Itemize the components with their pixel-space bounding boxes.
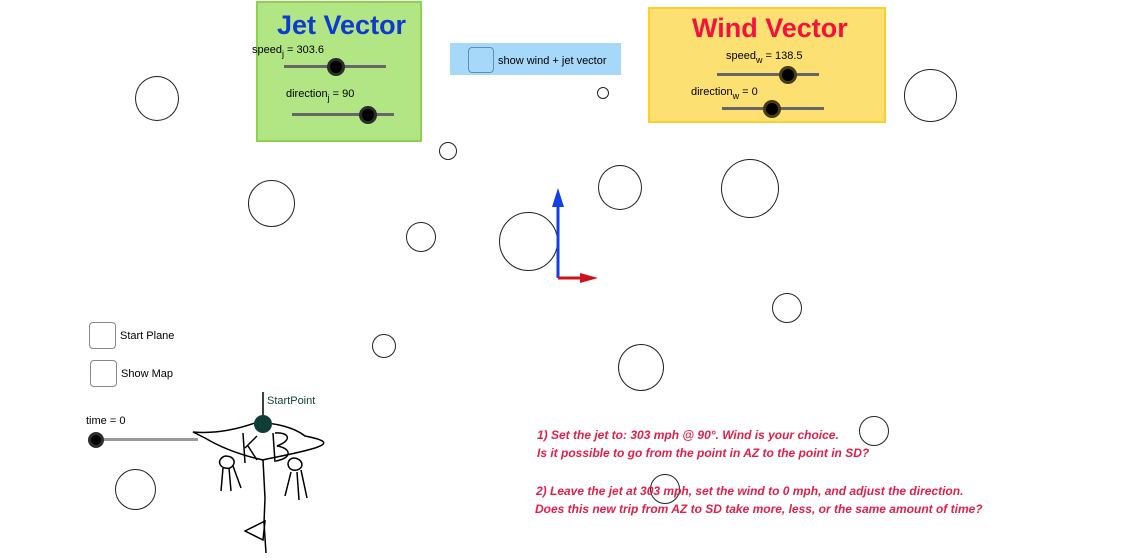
wind-vector-title: Wind Vector xyxy=(692,13,848,43)
state-point-circle[interactable] xyxy=(650,474,680,504)
state-point-circle[interactable] xyxy=(721,159,779,218)
jet-direction-slider-track[interactable] xyxy=(292,113,394,116)
jet-speed-value: = 303.6 xyxy=(283,44,325,56)
wind-direction-sub: w xyxy=(732,91,740,101)
jet-speed-label: speedj = 303.6 xyxy=(252,44,324,59)
wind-speed-sub: w xyxy=(755,55,763,65)
state-point-circle[interactable] xyxy=(406,222,436,252)
show-map-label: Show Map xyxy=(121,368,173,380)
state-point-circle[interactable] xyxy=(115,469,156,510)
jet-direction-name: direction xyxy=(286,88,328,100)
wind-direction-label: directionw = 0 xyxy=(691,86,758,101)
start-plane-checkbox[interactable] xyxy=(89,322,116,349)
question-2-line-2: Does this new trip from AZ to SD take mo… xyxy=(535,502,983,516)
state-point-circle[interactable] xyxy=(439,142,457,160)
jet-direction-slider-knob[interactable] xyxy=(359,106,377,124)
wind-speed-name: speed xyxy=(726,50,756,62)
time-slider-knob[interactable] xyxy=(88,432,104,448)
state-point-circle[interactable] xyxy=(372,334,396,358)
wind-speed-value: = 138.5 xyxy=(762,50,803,62)
state-point-circle[interactable] xyxy=(859,416,889,446)
state-point-circle[interactable] xyxy=(618,344,664,391)
show-vector-checkbox[interactable] xyxy=(468,47,494,73)
vector-arrows xyxy=(552,188,598,283)
wind-vector-arrowhead-icon xyxy=(580,273,598,283)
show-map-checkbox[interactable] xyxy=(90,360,117,387)
state-point-circle[interactable] xyxy=(904,69,957,122)
jet-direction-label: directionj = 90 xyxy=(286,88,354,103)
time-label: time = 0 xyxy=(86,415,126,427)
start-point-marker[interactable] xyxy=(254,415,272,433)
start-plane-label: Start Plane xyxy=(120,330,175,342)
wind-direction-name: direction xyxy=(691,86,733,98)
jet-vector-title: Jet Vector xyxy=(277,10,407,40)
jet-speed-sub: j xyxy=(281,49,284,59)
state-point-circle[interactable] xyxy=(598,165,642,210)
question-2-line-1: 2) Leave the jet at 303 mph, set the win… xyxy=(536,484,964,498)
jet-speed-slider-knob[interactable] xyxy=(327,58,345,76)
question-1-line-2: Is it possible to go from the point in A… xyxy=(537,446,870,460)
state-point-circle[interactable] xyxy=(248,180,295,227)
wind-speed-slider-track[interactable] xyxy=(717,73,819,76)
plane-drawing xyxy=(192,392,325,554)
state-point-circle[interactable] xyxy=(135,76,179,121)
jet-vector-arrowhead-icon xyxy=(552,188,564,207)
start-point-label: StartPoint xyxy=(267,395,316,407)
jet-direction-sub: j xyxy=(327,93,330,103)
wind-speed-label: speedw = 138.5 xyxy=(726,50,803,65)
wind-speed-slider-knob[interactable] xyxy=(779,66,797,84)
state-point-circle[interactable] xyxy=(597,87,609,99)
time-slider-track[interactable] xyxy=(96,438,198,441)
wind-direction-value: = 0 xyxy=(739,86,758,98)
jet-direction-value: = 90 xyxy=(329,88,355,100)
wind-direction-slider-knob[interactable] xyxy=(763,100,781,118)
jet-speed-name: speed xyxy=(252,44,282,56)
state-point-circle[interactable] xyxy=(772,293,802,323)
show-vector-label: show wind + jet vector xyxy=(498,55,607,67)
question-1-line-1: 1) Set the jet to: 303 mph @ 90°. Wind i… xyxy=(537,428,839,442)
